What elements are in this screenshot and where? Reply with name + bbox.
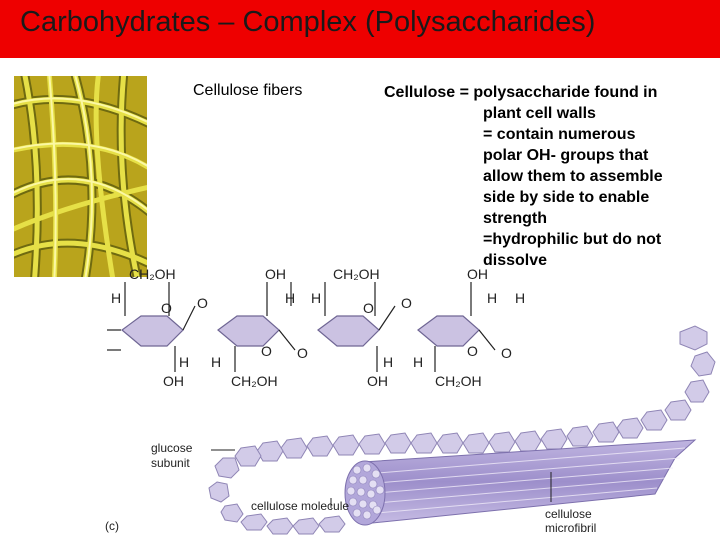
label-h: H [179,354,189,370]
description-line: plant cell walls [483,105,596,122]
label-h: H [487,290,497,306]
label-h: H [111,290,121,306]
description-line: Cellulose = polysaccharide found in [384,84,658,101]
label-h: H [383,354,393,370]
label-oh: OH [467,266,488,282]
label-o: O [297,345,308,361]
label-h: H [413,354,423,370]
cellulose-structure-diagram: CH₂OH OH CH₂OH OH H H H H H O O O O O O … [105,266,716,535]
slide-title: Carbohydrates – Complex (Polysaccharides… [20,6,596,38]
description-line: side by side to enable [483,189,650,206]
label-o: O [467,343,478,359]
cellulose-microfibril-label: cellulose [545,507,592,521]
description-line: allow them to assemble [483,168,663,185]
cellulose-molecule-label: cellulose molecule [251,499,349,513]
cellulose-fibers-photo [14,76,147,277]
glucose-subunit-label: glucose [151,441,193,455]
label-oh: OH [163,373,184,389]
label-o: O [197,295,208,311]
description-text: Cellulose = polysaccharide found in plan… [384,82,663,271]
description-line: dissolve [483,252,548,269]
label-ch2oh: CH₂OH [129,266,176,282]
cellulose-microfibril-label: microfibril [545,521,596,535]
label-o: O [261,343,272,359]
label-oh: OH [265,266,286,282]
label-o: O [363,300,374,316]
label-h: H [311,290,321,306]
glucose-subunit-label: subunit [151,456,190,470]
label-o: O [161,300,172,316]
label-h: H [211,354,221,370]
label-o: O [401,295,412,311]
label-o: O [501,345,512,361]
description-line: = contain numerous [483,126,636,143]
description-line: strength [483,210,547,227]
label-ch2oh: CH₂OH [231,373,278,389]
label-h: H [285,290,295,306]
panel-label: (c) [105,519,119,533]
label-ch2oh: CH₂OH [333,266,380,282]
description-line: =hydrophilic but do not [483,231,662,248]
title-bar: Carbohydrates – Complex (Polysaccharides… [0,0,720,58]
label-ch2oh: CH₂OH [435,373,482,389]
description-line: polar OH- groups that [483,147,649,164]
label-oh: OH [367,373,388,389]
photo-caption: Cellulose fibers [193,82,303,99]
label-h: H [515,290,525,306]
